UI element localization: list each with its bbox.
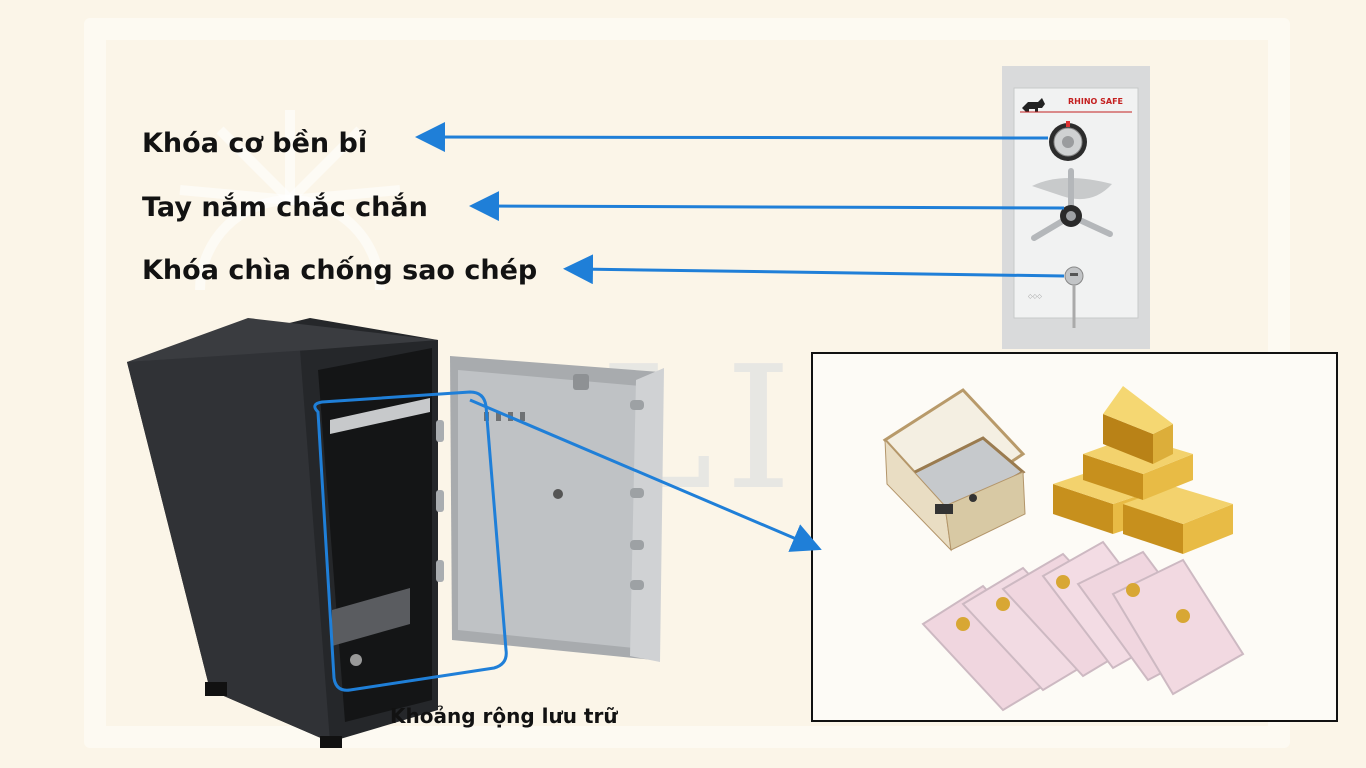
panel-brand: RHINO SAFE: [1068, 97, 1123, 106]
keyhole-icon: [1064, 266, 1084, 328]
arrow-to-handle: [469, 191, 1065, 222]
label-handle: Tay nắm chắc chắn: [142, 192, 428, 223]
three-spoke-handle-icon: [1031, 168, 1113, 241]
arrow-to-items: [469, 398, 822, 552]
gold-bars-image: [1053, 386, 1233, 554]
documents-image: [921, 540, 1245, 712]
book-safe-image: [882, 388, 1026, 552]
caption-storage-space: Khoảng rộng lưu trữ: [390, 704, 618, 728]
label-key-lock: Khóa chìa chống sao chép: [142, 255, 538, 286]
arrow-to-key-lock: [563, 254, 1065, 285]
svg-text:◇◇◇: ◇◇◇: [1028, 293, 1042, 300]
door-panel-photo: RHINO SAFE ◇◇◇: [1002, 66, 1150, 349]
storage-items-box: [811, 352, 1338, 722]
rhino-logo-icon: [1022, 98, 1045, 112]
combination-dial-icon: [1049, 121, 1087, 161]
storage-highlight-outline: [313, 390, 508, 692]
label-mechanical-lock: Khóa cơ bền bỉ: [142, 128, 368, 159]
arrow-to-mechanical-lock: [415, 122, 1049, 153]
